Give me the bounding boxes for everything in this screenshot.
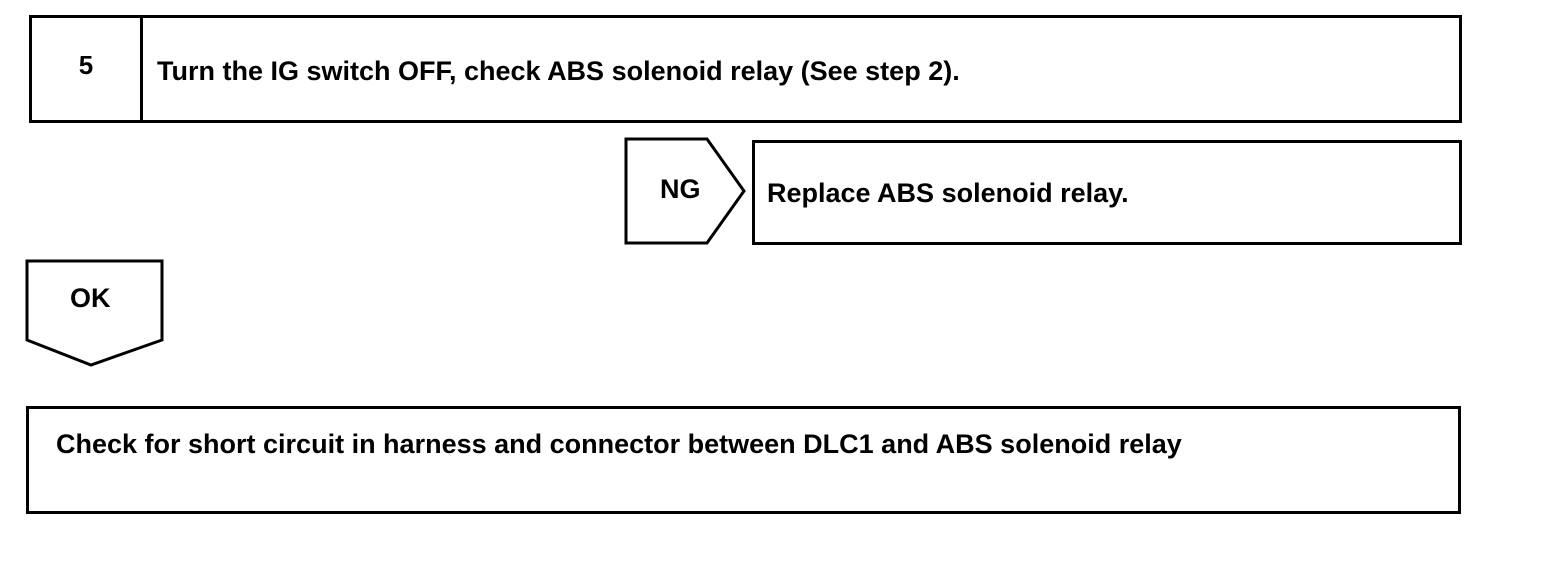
next-check-box: Check for short circuit in harness and c… <box>26 406 1461 514</box>
ng-action-text: Replace ABS solenoid relay. <box>767 178 1129 208</box>
step-box: 5 Turn the IG switch OFF, check ABS sole… <box>29 15 1462 123</box>
ng-arrow-outline <box>624 137 746 245</box>
ng-result-box: Replace ABS solenoid relay. <box>752 140 1462 245</box>
step-instruction: Turn the IG switch OFF, check ABS soleno… <box>157 56 960 86</box>
ng-label: NG <box>660 174 701 204</box>
next-check-instruction: Check for short circuit in harness and c… <box>56 429 1182 459</box>
ok-label: OK <box>70 283 111 313</box>
step-number: 5 <box>32 18 143 120</box>
ok-arrow-outline <box>25 259 164 367</box>
